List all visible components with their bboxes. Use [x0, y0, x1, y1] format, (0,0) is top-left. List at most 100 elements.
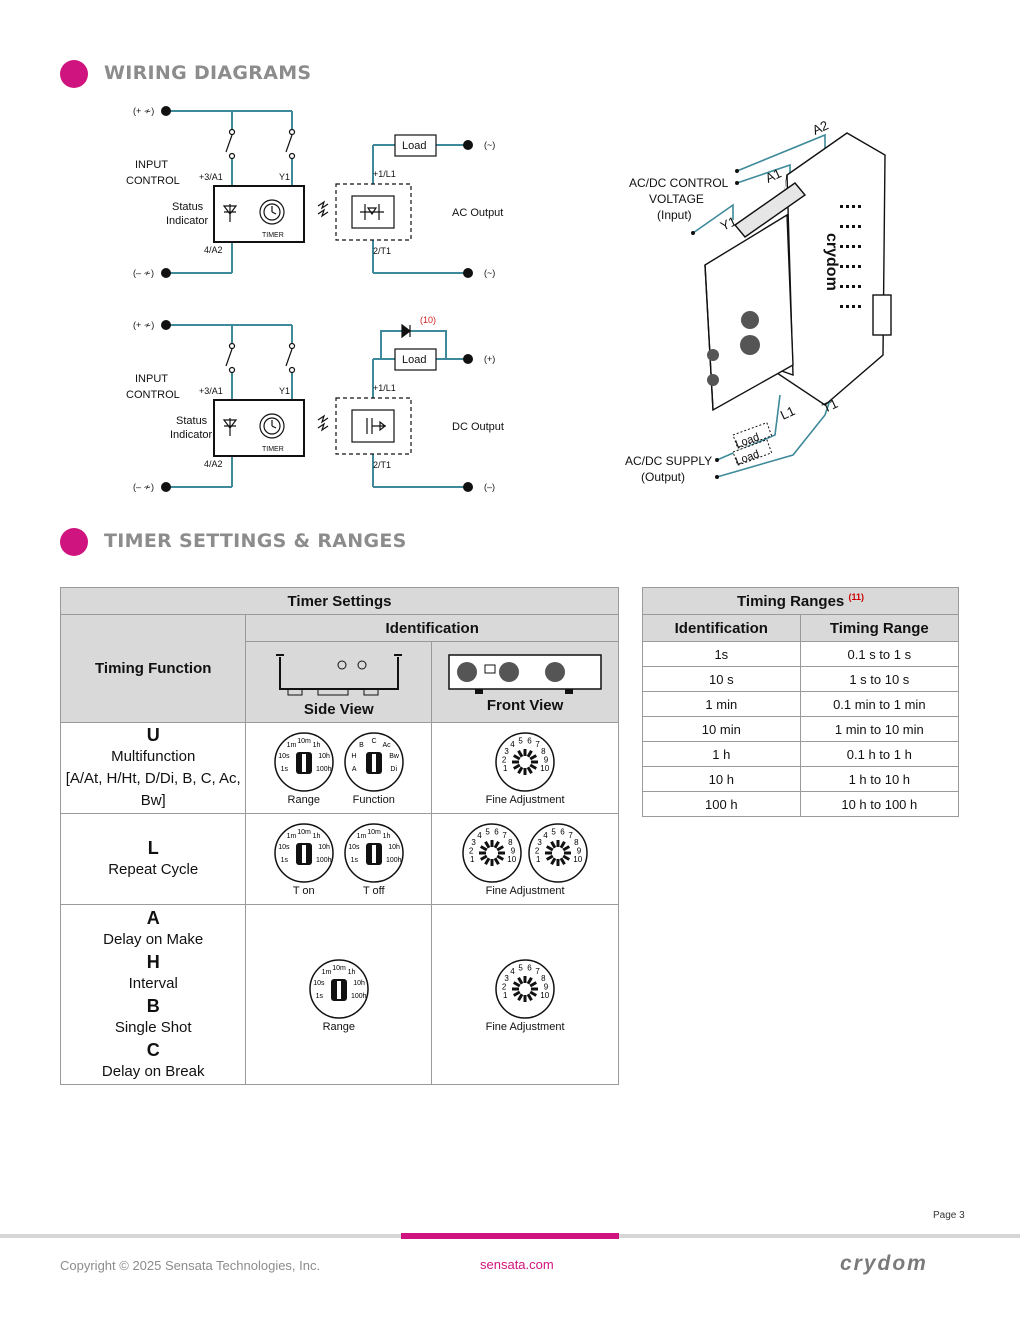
svg-text:10s: 10s: [278, 753, 290, 760]
svg-text:10h: 10h: [318, 753, 330, 760]
svg-text:Bw: Bw: [389, 753, 400, 760]
svg-text:10s: 10s: [348, 844, 360, 851]
ac-t1-label: 2/T1: [373, 246, 391, 256]
side-view-header: Side View: [245, 641, 433, 723]
svg-text:3: 3: [471, 838, 476, 847]
ac-l1-label: +1/L1: [373, 169, 396, 179]
timing-range-value: 0.1 min to 1 min: [799, 691, 960, 717]
device-illustration: crydom A2 A1 Y1 L1 T1 AC/DC CONTROL VOLT…: [625, 117, 892, 484]
svg-text:A: A: [352, 766, 357, 773]
function-cell-u: U Multifunction [A/At, H/Ht, D/Di, B, C,…: [59, 722, 247, 814]
svg-text:1s: 1s: [315, 993, 323, 1000]
function-cell-l: L Repeat Cycle: [59, 813, 247, 905]
timing-function-header: Timing Function: [59, 614, 247, 723]
svg-text:1m: 1m: [321, 969, 331, 976]
function-code-l: L: [147, 838, 159, 858]
dc-load-label: Load: [402, 354, 426, 366]
timing-range-value: 1 h to 10 h: [799, 766, 960, 792]
function-code-b: B: [146, 995, 160, 1016]
ac-out-top: (~): [484, 140, 495, 150]
svg-text:1s: 1s: [280, 857, 288, 864]
svg-text:1h: 1h: [347, 969, 355, 976]
svg-text:1: 1: [503, 991, 508, 1000]
svg-text:1: 1: [470, 855, 475, 864]
function-name-c: Delay on Break: [101, 1062, 205, 1080]
svg-text:5: 5: [518, 736, 523, 745]
svg-text:Di: Di: [390, 766, 397, 773]
svg-text:10h: 10h: [353, 979, 365, 986]
dial-label-fine: Fine Adjustment: [485, 1020, 565, 1033]
svg-text:10h: 10h: [388, 844, 400, 851]
timer-settings-header: Timer Settings: [60, 587, 619, 615]
timing-range-identification: 10 s: [642, 666, 801, 692]
device-brand: crydom: [823, 233, 840, 291]
svg-text:10m: 10m: [297, 829, 311, 836]
section-bullet-wiring: [60, 60, 88, 88]
device-supply-2: (Output): [641, 470, 685, 484]
page-number: Page 3: [933, 1210, 965, 1221]
svg-text:1: 1: [503, 764, 508, 773]
svg-text:3: 3: [537, 838, 542, 847]
svg-text:7: 7: [502, 831, 507, 840]
svg-text:C: C: [371, 738, 376, 745]
dc-t1-label: 2/T1: [373, 460, 391, 470]
device-supply-1: AC/DC SUPPLY: [625, 454, 712, 468]
wiring-diagrams-title: WIRING DIAGRAMS: [104, 62, 312, 84]
svg-text:4: 4: [510, 740, 515, 749]
device-y1-label: Y1: [718, 213, 739, 233]
timing-range-identification: 1 min: [642, 691, 801, 717]
ac-output-label: AC Output: [452, 207, 503, 219]
svg-text:2: 2: [502, 982, 507, 991]
timer-settings-title: TIMER SETTINGS & RANGES: [104, 530, 407, 552]
timing-range-identification: 100 h: [642, 791, 801, 817]
ac-wiring-diagram: (+ ≁) (– ≁) TIMER +3/A1 Y1 4/A2 +1/L1 2/…: [126, 106, 503, 278]
svg-text:10: 10: [507, 855, 516, 864]
ac-status-2: Indicator: [166, 215, 209, 227]
svg-text:4: 4: [477, 831, 482, 840]
timing-range-identification: 1s: [642, 641, 801, 667]
ac-load-label: Load: [402, 140, 426, 152]
section-bullet-timer: [60, 528, 88, 556]
svg-text:10m: 10m: [332, 965, 346, 972]
dc-timer-label: TIMER: [262, 446, 284, 453]
svg-text:4: 4: [543, 831, 548, 840]
function-name-l: Repeat Cycle: [108, 861, 199, 878]
svg-text:1m: 1m: [356, 833, 366, 840]
function-name-b: Single Shot: [114, 1018, 192, 1036]
svg-text:9: 9: [544, 755, 549, 764]
device-a2-label: A2: [810, 117, 831, 137]
side-view-label: Side View: [303, 701, 374, 718]
website-link[interactable]: sensata.com: [480, 1257, 554, 1272]
timing-range-identification: 1 h: [642, 741, 801, 767]
timer-settings-table: Timer Settings Timing Function Identific…: [59, 587, 619, 1085]
device-l1-label: L1: [778, 403, 797, 423]
svg-text:3: 3: [504, 973, 509, 982]
dc-a1-label: +3/A1: [199, 386, 223, 396]
ac-input-control-2: CONTROL: [126, 175, 180, 187]
dial-label-t-on: T on: [292, 885, 315, 897]
svg-text:10s: 10s: [278, 844, 290, 851]
svg-text:9: 9: [511, 846, 516, 855]
identification-header: Identification: [245, 614, 619, 642]
timing-range-value: 0.1 h to 1 h: [799, 741, 960, 767]
svg-text:5: 5: [551, 827, 556, 836]
svg-text:10s: 10s: [313, 979, 325, 986]
ac-y1-label: Y1: [279, 172, 290, 182]
svg-text:Ac: Ac: [382, 742, 391, 749]
dc-diode-note: (10): [420, 315, 436, 325]
dc-minus-terminal: (– ≁): [133, 482, 154, 492]
front-view-header: Front View: [431, 641, 619, 723]
svg-text:H: H: [351, 753, 356, 760]
